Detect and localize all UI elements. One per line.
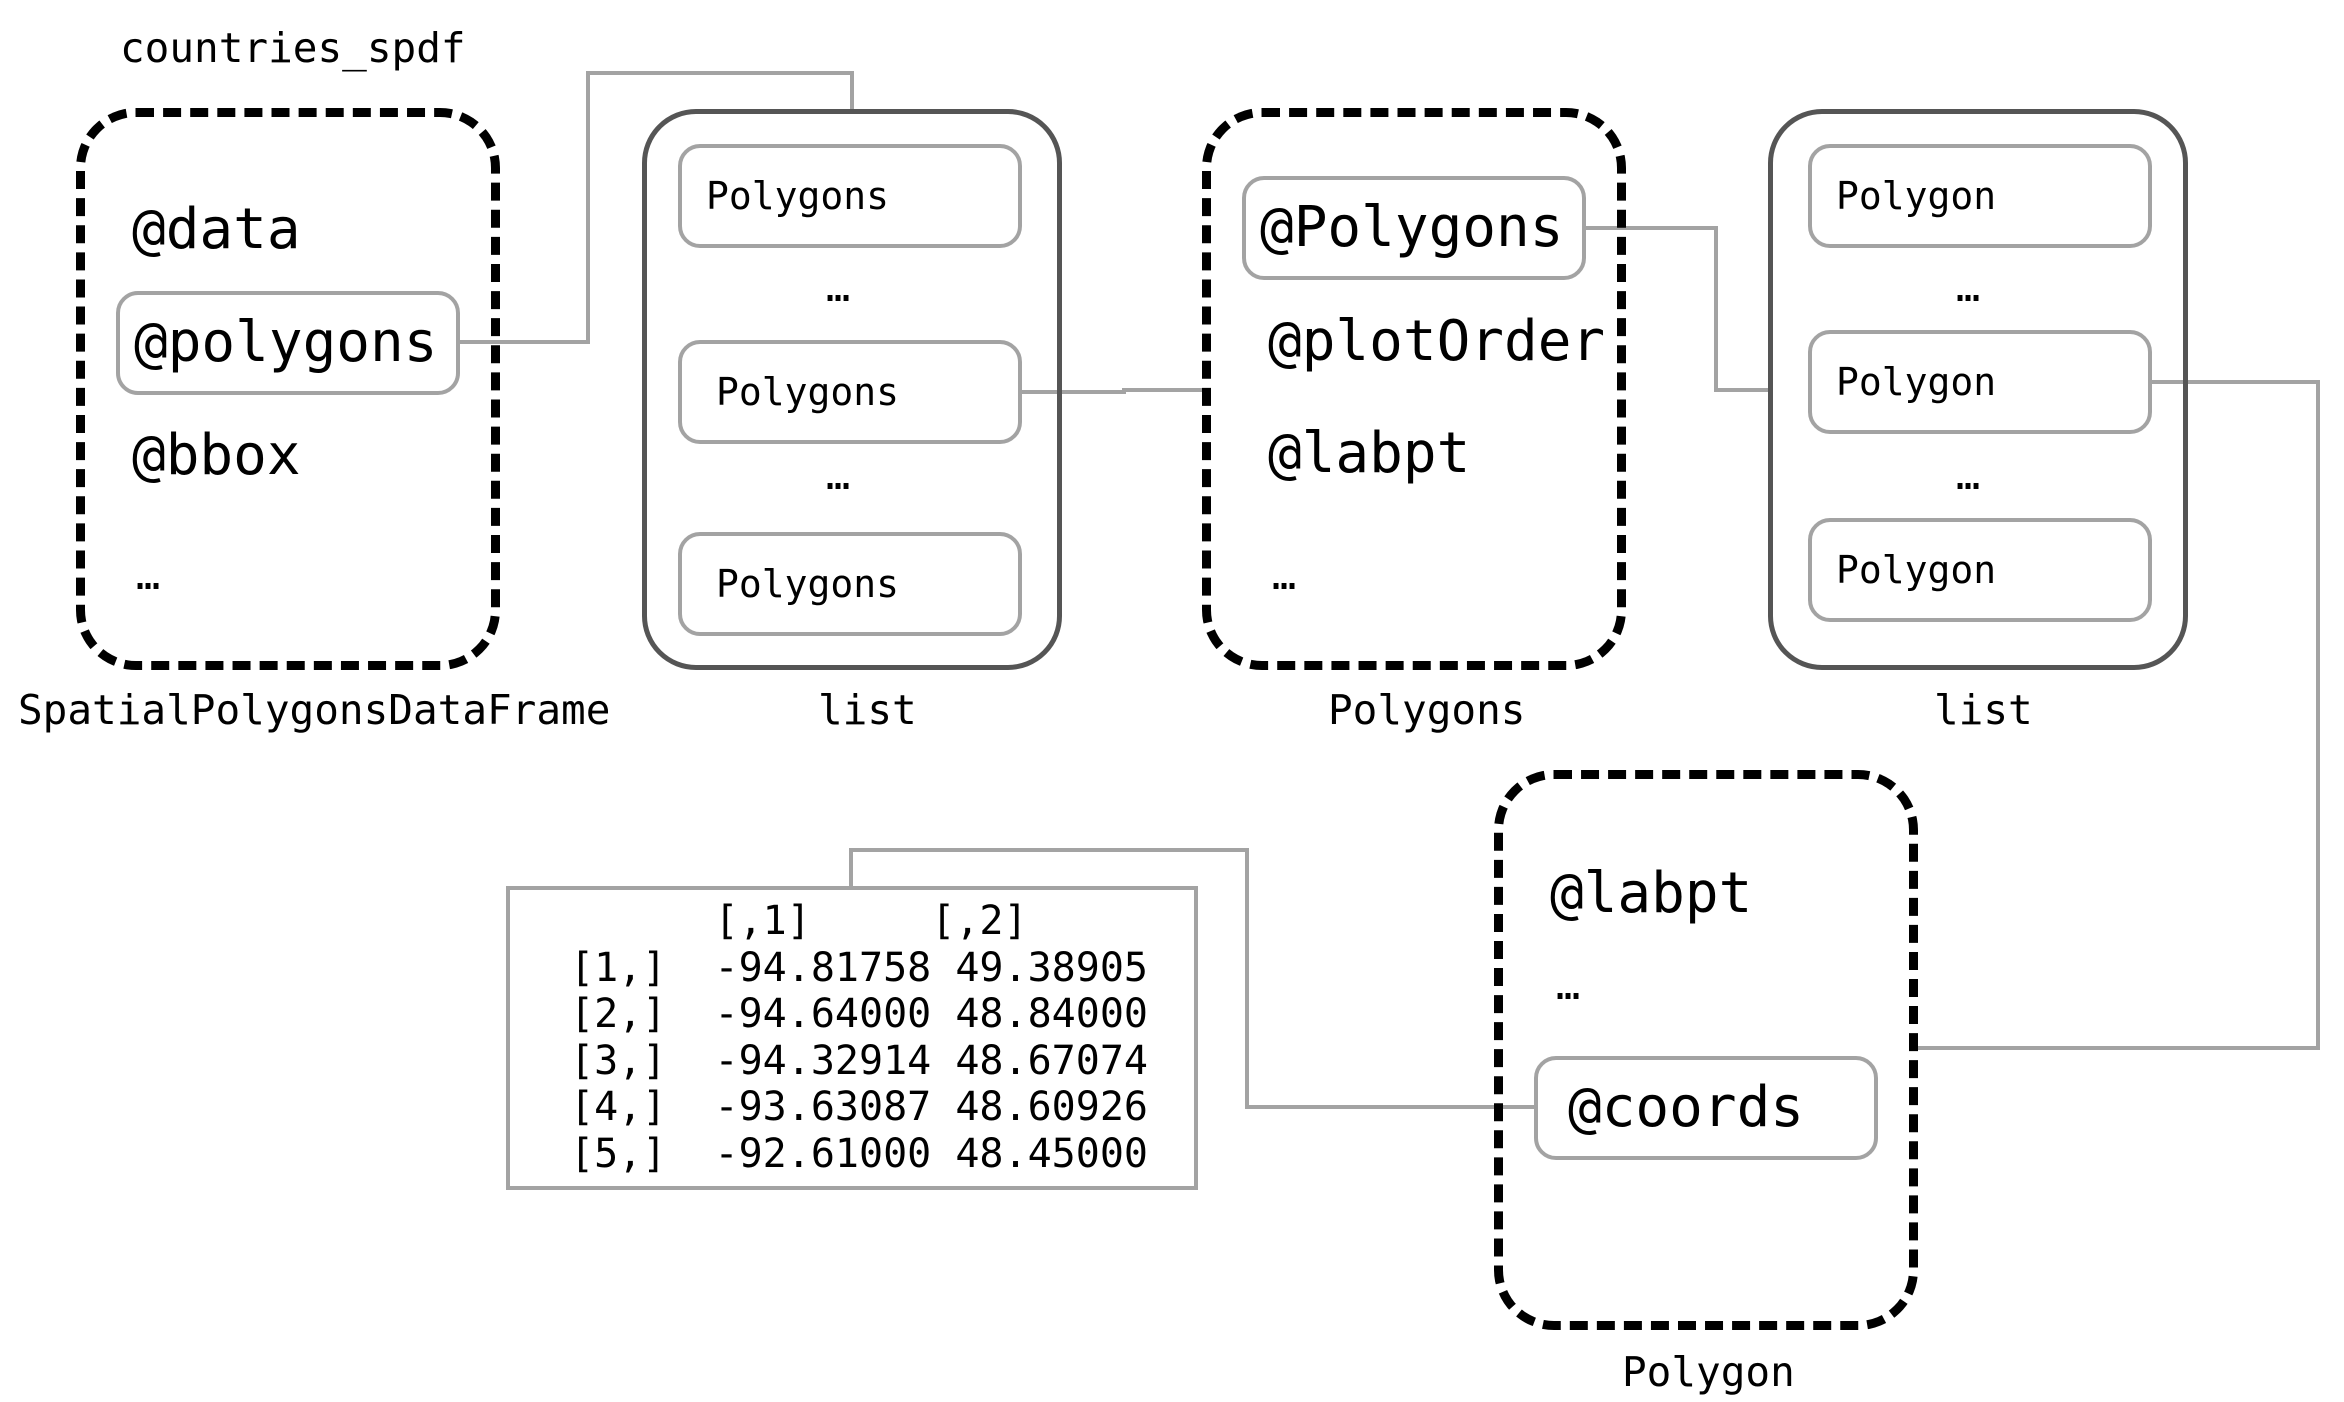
matrix-cell-x: -92.61000 <box>714 1130 932 1177</box>
polygons-slot-plotOrder: @plotOrder <box>1268 309 1606 374</box>
polygon-slot-labpt: @labpt <box>1550 861 1753 926</box>
matrix-cell-x: -93.63087 <box>714 1084 932 1130</box>
matrix-row-label: [3,] <box>570 1037 667 1084</box>
polygons-slot-labpt: @labpt <box>1268 421 1471 486</box>
list2-class-label: list <box>1934 686 2033 734</box>
matrix-cell-y: 48.84000 <box>955 991 1148 1037</box>
list2-ellipsis-1: … <box>1956 265 1981 311</box>
matrix-row-label: [5,] <box>570 1130 667 1177</box>
spdf-class-label: SpatialPolygonsDataFrame <box>18 686 611 734</box>
matrix-cell-x: -94.64000 <box>714 991 932 1037</box>
connector-list-to-polygons <box>1022 388 1206 394</box>
matrix-cell-y: 48.60926 <box>955 1084 1148 1130</box>
list1-item-1: Polygons <box>678 144 1022 248</box>
list1-class-label: list <box>818 686 917 734</box>
polygons-class-label: Polygons <box>1328 686 1526 734</box>
list2-ellipsis-2: … <box>1956 453 1981 499</box>
list-container-1 <box>642 109 1062 670</box>
polygon-slot-ellipsis: … <box>1556 963 1581 1009</box>
connector-coords-to-matrix <box>849 848 1534 1109</box>
matrix-cell-x: -94.32914 <box>714 1037 932 1084</box>
matrix-row-label: [1,] <box>570 944 667 991</box>
object-name-label: countries_spdf <box>120 24 466 72</box>
matrix-row-label: [2,] <box>570 991 667 1037</box>
connector-polygons-to-list <box>460 71 854 344</box>
spdf-slot-data: @data <box>132 197 301 262</box>
polygon-class-label: Polygon <box>1622 1348 1795 1396</box>
coords-matrix-text: [,1] [,2] [1,] -94.81758 49.38905 [2,] -… <box>570 898 1148 1177</box>
polygon-slot-coords: @coords <box>1534 1056 1878 1160</box>
spdf-slot-bbox: @bbox <box>132 423 301 488</box>
matrix-cell-x: -94.81758 <box>714 944 932 991</box>
list2-item-1: Polygon <box>1808 144 2152 248</box>
polygons-slot-Polygons: @Polygons <box>1242 176 1586 280</box>
matrix-row-label: [4,] <box>570 1084 667 1130</box>
list1-ellipsis-1: … <box>826 265 851 311</box>
connector-list-to-polygon <box>1918 380 2320 1050</box>
matrix-cell-y: 49.38905 <box>955 944 1148 991</box>
matrix-col-header-1: [,1] <box>714 898 811 944</box>
spdf-slot-polygons: @polygons <box>116 291 460 395</box>
polygons-box <box>1202 108 1626 670</box>
list-container-2 <box>1768 109 2188 670</box>
matrix-col-header-2: [,2] <box>931 898 1028 944</box>
connector-Polygons-to-list <box>1586 226 1771 392</box>
list2-item-2: Polygon <box>1808 330 2152 434</box>
polygons-slot-ellipsis: … <box>1272 553 1297 599</box>
matrix-cell-y: 48.45000 <box>955 1130 1148 1177</box>
list2-item-3: Polygon <box>1808 518 2152 622</box>
matrix-cell-y: 48.67074 <box>955 1037 1148 1084</box>
list1-item-3: Polygons <box>678 532 1022 636</box>
spdf-box <box>76 108 500 670</box>
list1-item-2: Polygons <box>678 340 1022 444</box>
list1-ellipsis-2: … <box>826 453 851 499</box>
polygon-box <box>1494 770 1918 1330</box>
spdf-slot-ellipsis: … <box>136 553 161 599</box>
coords-matrix: [,1] [,2] [1,] -94.81758 49.38905 [2,] -… <box>506 886 1198 1190</box>
